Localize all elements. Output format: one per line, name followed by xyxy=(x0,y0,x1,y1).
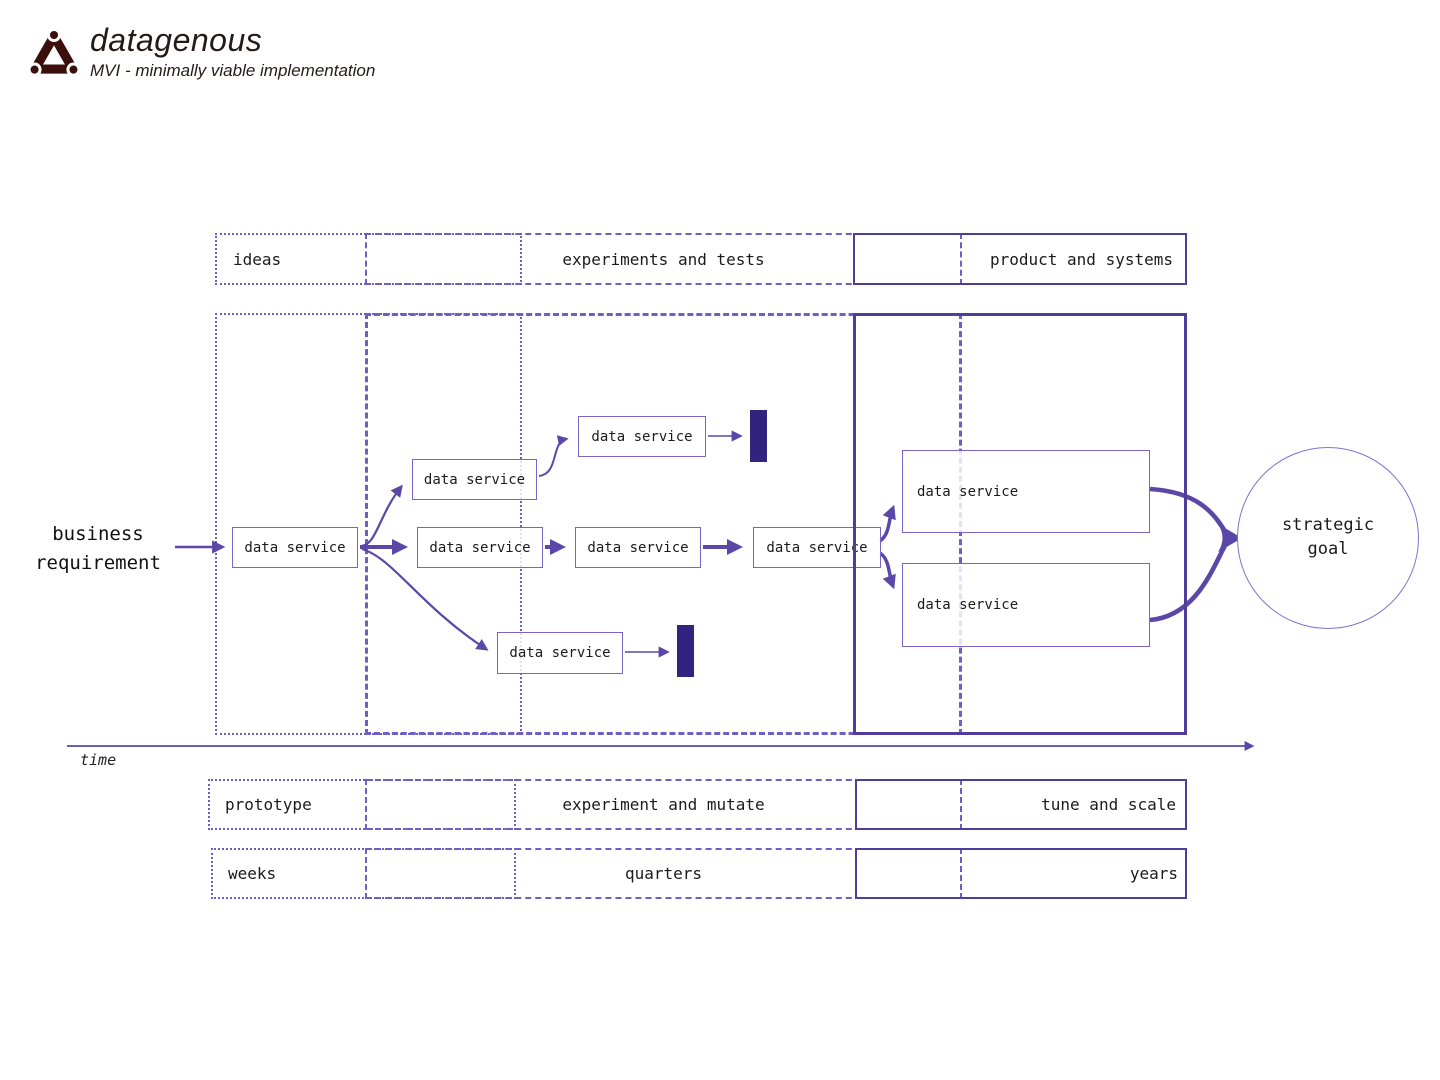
band-timescale-quarters-label: quarters xyxy=(624,864,703,883)
band-phase-tune-label: tune and scale xyxy=(1041,795,1176,814)
data-service-node-7: data service xyxy=(497,632,623,674)
strategic-goal-circle: strategic goal xyxy=(1237,447,1419,629)
data-service-node-3: data service xyxy=(417,527,543,568)
data-service-node-1: data service xyxy=(232,527,358,568)
band-phase-experiment-box xyxy=(365,779,962,830)
band-timescale-years-box xyxy=(855,848,1187,899)
band-phase-experiment-label: experiment and mutate xyxy=(562,795,765,814)
datagenous-logo-icon xyxy=(27,28,81,77)
band-top-product-box xyxy=(853,233,1187,285)
brand-name: datagenous xyxy=(90,22,263,58)
main-product-region xyxy=(853,313,1187,735)
data-service-node-product-1: data service xyxy=(902,450,1150,533)
brand-header: datagenous MVI - minimally viable implem… xyxy=(27,22,375,82)
time-axis-label: time xyxy=(80,751,117,769)
band-phase-prototype-box xyxy=(208,779,516,830)
data-service-node-product-2: data service xyxy=(902,563,1150,647)
band-timescale-weeks-label: weeks xyxy=(228,864,277,883)
data-service-node-4: data service xyxy=(575,527,701,568)
terminator-bar-bottom xyxy=(677,625,694,677)
band-timescale-years-label: years xyxy=(1129,864,1178,883)
business-requirement-label: business requirement xyxy=(35,523,161,574)
band-phase-tune-box xyxy=(855,779,1187,830)
band-top-product-label: product and systems xyxy=(989,249,1173,269)
data-service-node-5: data service xyxy=(753,527,881,568)
band-timescale-quarters-box xyxy=(365,848,962,899)
data-service-node-6: data service xyxy=(578,416,706,457)
band-top-ideas-label: ideas xyxy=(233,249,282,269)
terminator-bar-top xyxy=(750,410,767,462)
band-top-experiments-label: experiments and tests xyxy=(562,249,765,269)
data-service-node-2: data service xyxy=(412,459,537,500)
band-phase-prototype-label: prototype xyxy=(225,795,312,814)
band-timescale-weeks-box xyxy=(211,848,516,899)
band-top-experiments-box xyxy=(365,233,962,285)
brand-tagline: MVI - minimally viable implementation xyxy=(90,61,376,80)
